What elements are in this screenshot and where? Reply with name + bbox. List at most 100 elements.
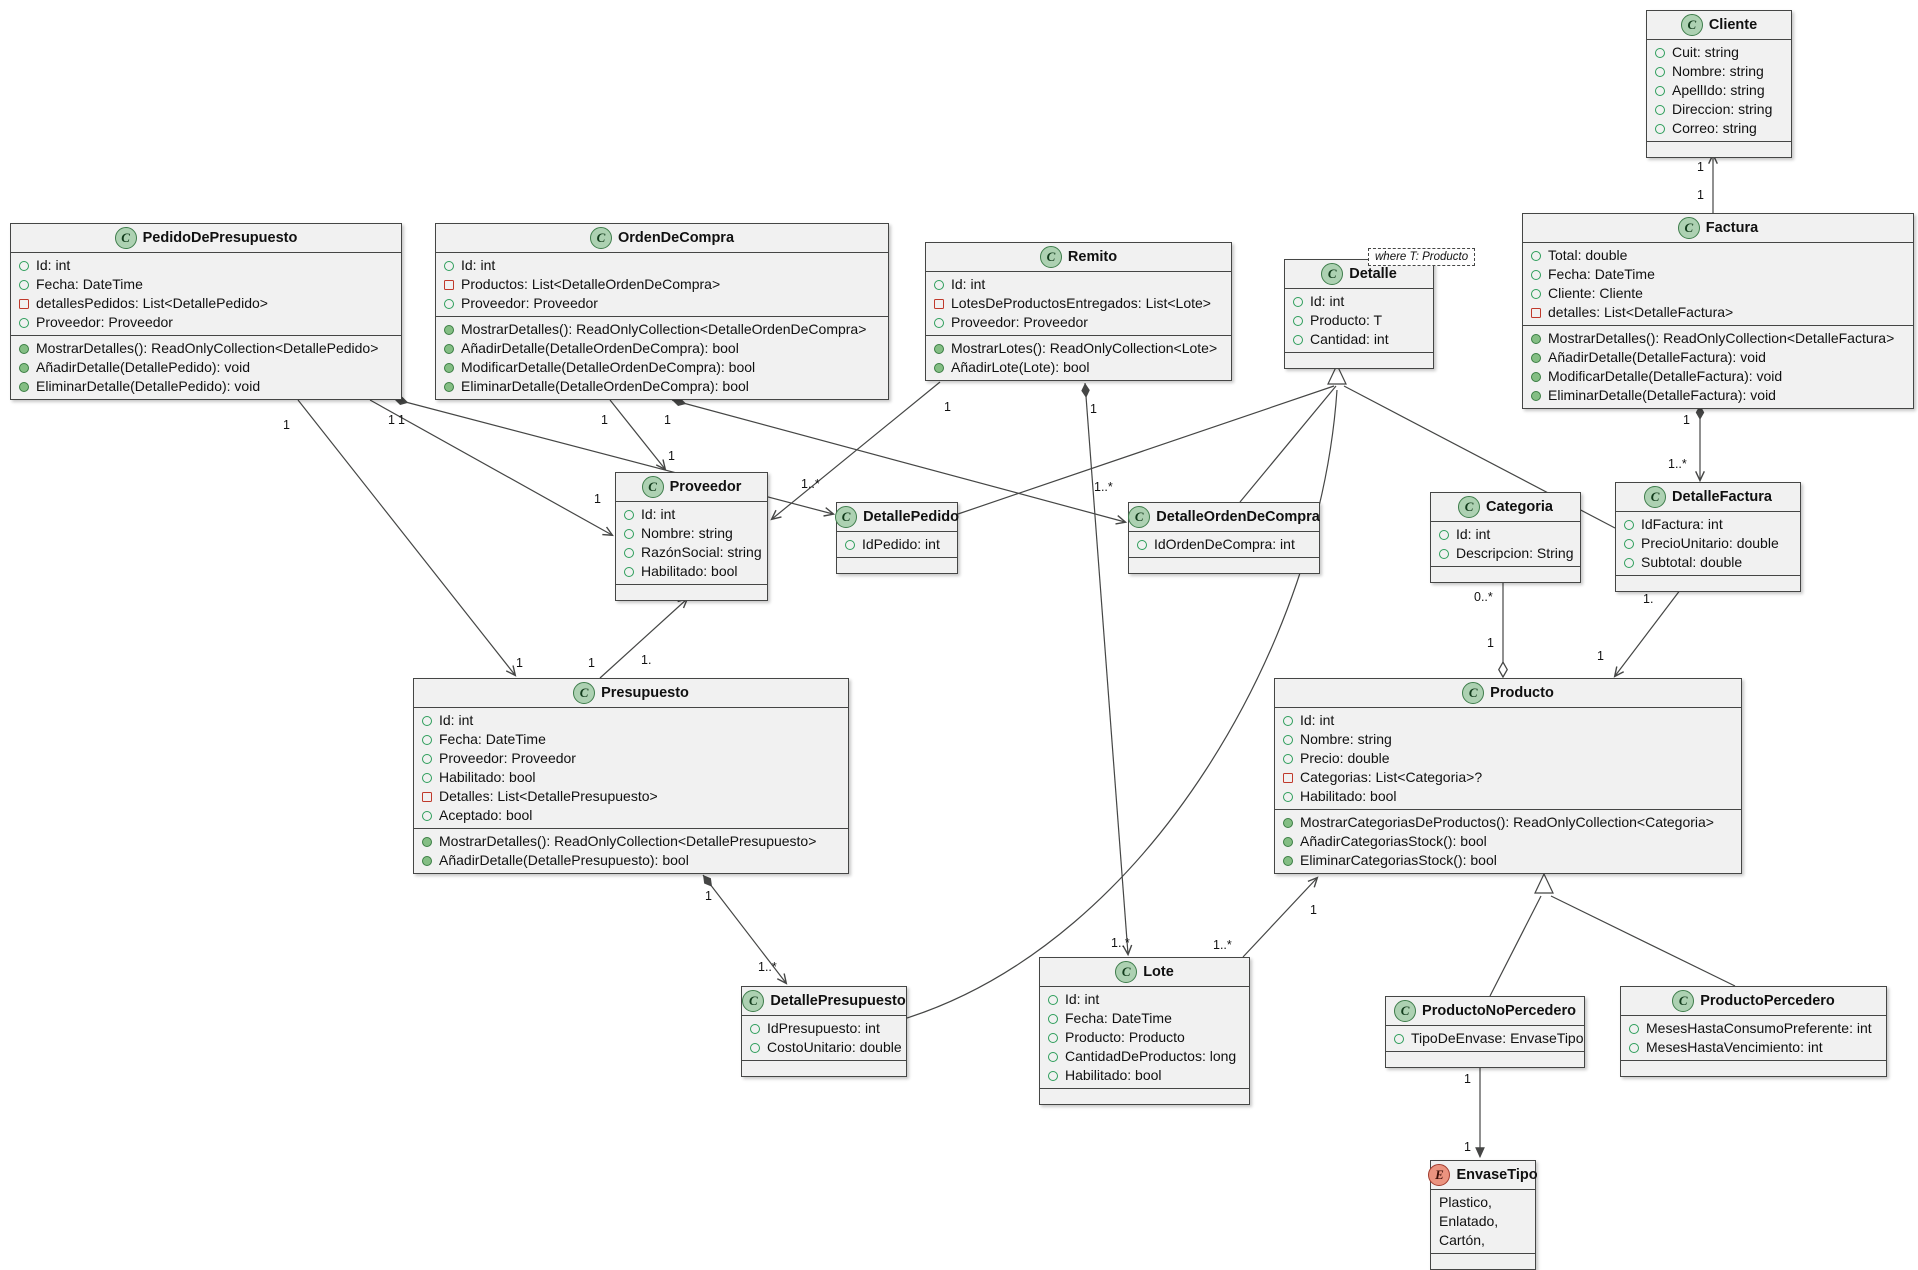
member-row: Plastico, bbox=[1439, 1193, 1527, 1212]
public-method-icon bbox=[444, 324, 454, 335]
public-field-icon bbox=[1439, 529, 1449, 540]
member-row: Id: int bbox=[934, 275, 1223, 294]
member-text: AñadirDetalle(DetallePedido): void bbox=[36, 359, 251, 375]
member-text: Cuit: string bbox=[1672, 44, 1739, 60]
member-text: Id: int bbox=[36, 257, 71, 273]
class-badge-icon: C bbox=[835, 506, 858, 528]
multiplicity-label: 1 bbox=[283, 418, 290, 432]
class-title: Categoria bbox=[1486, 499, 1553, 515]
class-badge-icon: C bbox=[1458, 496, 1481, 518]
public-field-icon bbox=[1283, 753, 1293, 764]
class-producto-no-percedero: C ProductoNoPercedero TipoDeEnvase: Enva… bbox=[1385, 996, 1585, 1068]
member-row: detallesPedidos: List<DetallePedido> bbox=[19, 294, 393, 313]
public-method-icon bbox=[1283, 855, 1293, 866]
class-title: Lote bbox=[1143, 964, 1174, 980]
member-row: TipoDeEnvase: EnvaseTipo bbox=[1394, 1029, 1584, 1048]
member-row: Id: int bbox=[422, 711, 840, 730]
member-row: Id: int bbox=[1439, 525, 1572, 544]
member-text: Cliente: Cliente bbox=[1548, 285, 1643, 301]
member-row: LotesDeProductosEntregados: List<Lote> bbox=[934, 294, 1223, 313]
multiplicity-label: 1 bbox=[944, 400, 951, 414]
enum-badge-icon: E bbox=[1428, 1164, 1451, 1186]
member-text: Nombre: string bbox=[1672, 63, 1764, 79]
public-field-icon bbox=[624, 566, 634, 577]
multiplicity-label: 1 bbox=[1464, 1072, 1471, 1086]
public-method-icon bbox=[1531, 390, 1541, 401]
member-text: Categorias: List<Categoria>? bbox=[1300, 769, 1483, 785]
member-text: CantidadDeProductos: long bbox=[1065, 1048, 1237, 1064]
member-text: Proveedor: Proveedor bbox=[951, 314, 1088, 330]
member-text: AñadirDetalle(DetallePresupuesto): bool bbox=[439, 852, 689, 868]
class-badge-icon: C bbox=[1677, 217, 1700, 239]
member-row: ModificarDetalle(DetalleFactura): void bbox=[1531, 367, 1905, 386]
public-method-icon bbox=[422, 855, 432, 866]
class-header: C Proveedor bbox=[616, 473, 767, 502]
member-text: AñadirDetalle(DetalleFactura): void bbox=[1548, 349, 1766, 365]
public-method-icon bbox=[1283, 836, 1293, 847]
private-field-icon bbox=[444, 279, 454, 290]
class-header: C Cliente bbox=[1647, 11, 1791, 40]
multiplicity-label: 1 bbox=[388, 413, 395, 427]
member-text: Producto: T bbox=[1310, 312, 1383, 328]
class-title: DetalleFactura bbox=[1672, 489, 1772, 505]
class-header: C Detalle bbox=[1285, 260, 1433, 289]
member-text: Cartón, bbox=[1439, 1232, 1485, 1248]
public-field-icon bbox=[1048, 1013, 1058, 1024]
member-text: Fecha: DateTime bbox=[439, 731, 546, 747]
public-field-icon bbox=[1048, 1032, 1058, 1043]
multiplicity-label: 1. bbox=[1643, 592, 1654, 606]
member-text: Id: int bbox=[641, 506, 676, 522]
class-header: C Producto bbox=[1275, 679, 1741, 708]
class-badge-icon: C bbox=[1128, 506, 1151, 528]
multiplicity-label: 1 bbox=[1683, 413, 1690, 427]
edge-presupuesto-detallepresupuesto bbox=[702, 874, 788, 985]
member-text: Id: int bbox=[1310, 293, 1345, 309]
public-field-icon bbox=[1655, 104, 1665, 115]
multiplicity-label: 1 bbox=[1697, 160, 1704, 174]
public-field-icon bbox=[1283, 791, 1293, 802]
member-text: Descripcion: String bbox=[1456, 545, 1574, 561]
class-title: Factura bbox=[1705, 220, 1759, 236]
public-method-icon bbox=[422, 836, 432, 847]
member-row: Cartón, bbox=[1439, 1231, 1527, 1250]
member-row: Detalles: List<DetallePresupuesto> bbox=[422, 787, 840, 806]
public-field-icon bbox=[422, 810, 432, 821]
member-row: MesesHastaVencimiento: int bbox=[1629, 1038, 1878, 1057]
member-row: AñadirDetalle(DetalleFactura): void bbox=[1531, 348, 1905, 367]
methods-section: MostrarDetalles(): ReadOnlyCollection<De… bbox=[1523, 326, 1913, 408]
member-row: Habilitado: bool bbox=[1048, 1066, 1241, 1085]
edge-lote-producto bbox=[1242, 876, 1319, 958]
class-header: C Presupuesto bbox=[414, 679, 848, 708]
class-header: C Categoria bbox=[1431, 493, 1580, 522]
public-field-icon bbox=[624, 547, 634, 558]
member-row: Nombre: string bbox=[624, 524, 759, 543]
member-text: EliminarCategoriasStock(): bool bbox=[1300, 852, 1497, 868]
public-field-icon bbox=[1531, 288, 1541, 299]
member-row: Categorias: List<Categoria>? bbox=[1283, 768, 1733, 787]
methods-section bbox=[616, 585, 767, 600]
multiplicity-label: 1 bbox=[664, 413, 671, 427]
class-header: C ProductoNoPercedero bbox=[1386, 997, 1584, 1026]
member-row: MostrarDetalles(): ReadOnlyCollection<De… bbox=[444, 320, 880, 339]
edge-remito-proveedor bbox=[770, 381, 941, 521]
private-field-icon bbox=[1531, 307, 1541, 318]
public-field-icon bbox=[1293, 315, 1303, 326]
member-text: Detalles: List<DetallePresupuesto> bbox=[439, 788, 658, 804]
methods-section bbox=[1040, 1089, 1249, 1104]
class-header: C DetallePresupuesto bbox=[742, 987, 906, 1016]
member-row: CantidadDeProductos: long bbox=[1048, 1047, 1241, 1066]
class-header: C Remito bbox=[926, 243, 1231, 272]
member-text: Productos: List<DetalleOrdenDeCompra> bbox=[461, 276, 721, 292]
public-field-icon bbox=[1048, 1051, 1058, 1062]
member-row: MesesHastaConsumoPreferente: int bbox=[1629, 1019, 1878, 1038]
multiplicity-label: 1..* bbox=[801, 477, 820, 491]
member-row: CostoUnitario: double bbox=[750, 1038, 902, 1057]
